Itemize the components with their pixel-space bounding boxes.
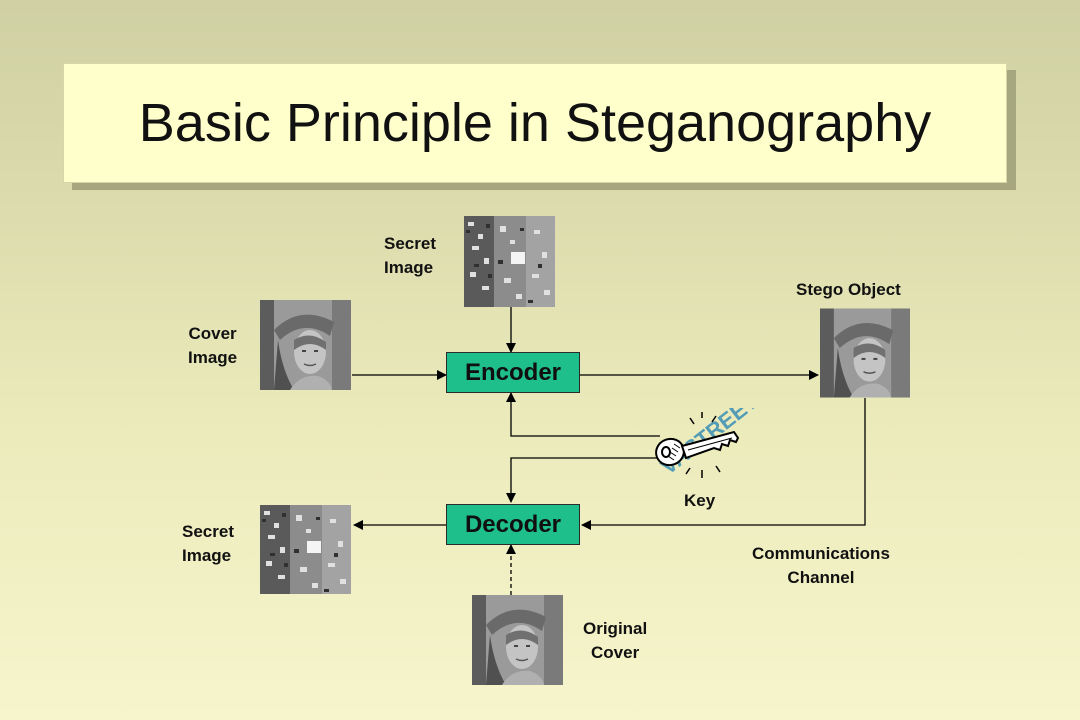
secret-image-top-label: Secret Image <box>384 234 436 277</box>
original-cover-image <box>472 595 563 685</box>
stego-object-image <box>820 308 910 398</box>
secret-image-bottom-label: Secret Image <box>182 522 234 565</box>
secret-image-top <box>464 216 555 307</box>
communications-channel-label: Communications Channel <box>752 544 890 587</box>
original-cover-label: Original Cover <box>583 619 648 662</box>
title-box: Basic Principle in Steganography <box>63 63 1007 183</box>
encoder-box: Encoder <box>446 352 580 393</box>
key-to-encoder-arrow <box>506 392 660 437</box>
page-title: Basic Principle in Steganography <box>138 93 932 153</box>
cover-image <box>260 300 351 390</box>
key-to-decoder-arrow <box>506 457 660 503</box>
key-label: Key <box>684 491 716 510</box>
secret-image-bottom <box>260 505 351 594</box>
cover-image-label: Cover Image <box>188 324 238 367</box>
decoder-box: Decoder <box>446 504 580 545</box>
key-icon: VASTREET <box>650 408 754 480</box>
channel-to-decoder-arrow <box>581 398 866 530</box>
stego-object-label: Stego Object <box>796 280 901 299</box>
